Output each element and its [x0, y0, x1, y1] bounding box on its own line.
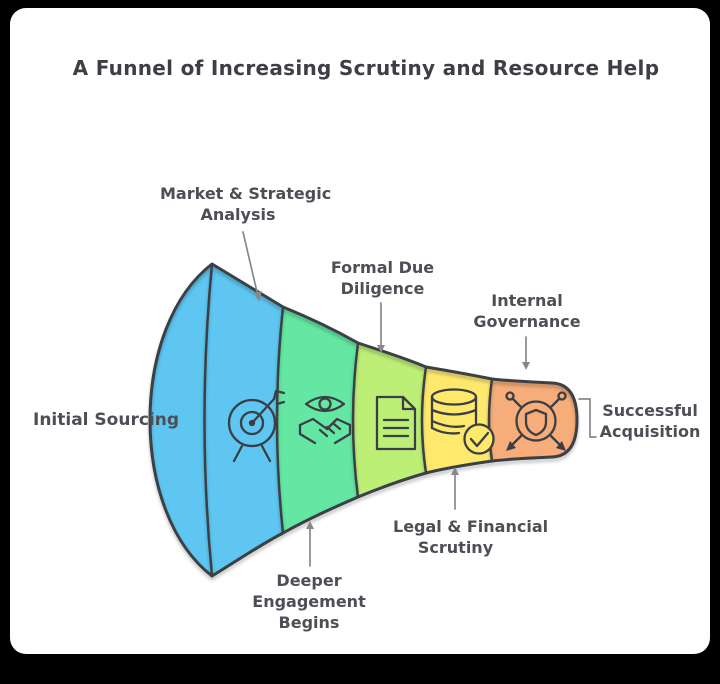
target-icon	[227, 389, 286, 463]
label-legal-financial-scrutiny: Legal & Financial Scrutiny	[393, 516, 549, 558]
label-initial-sourcing: Initial Sourcing	[33, 410, 180, 431]
label-line: Formal Due	[330, 258, 435, 277]
funnel-segment-market-analysis	[204, 264, 283, 576]
label-line: Deeper	[276, 571, 342, 590]
funnel-segment-deeper-engagement	[277, 307, 358, 533]
handshake-eye-icon	[298, 395, 352, 445]
label-line: Engagement	[252, 592, 366, 611]
funnel-segment-initial-sourcing	[150, 264, 212, 576]
label-line: Market & Strategic	[160, 184, 332, 203]
funnel-outline	[148, 262, 579, 578]
label-line: Legal & Financial	[393, 517, 549, 536]
label-line: Initial Sourcing	[33, 410, 180, 430]
label-deeper-engagement-begins: Deeper Engagement Begins	[250, 570, 368, 633]
label-line: Diligence	[340, 279, 425, 298]
document-icon	[375, 395, 417, 451]
label-line: Internal	[491, 291, 563, 310]
label-market-strategic-analysis: Market & Strategic Analysis	[160, 183, 332, 225]
label-line: Successful	[602, 401, 698, 420]
database-check-icon	[430, 388, 495, 455]
label-line: Acquisition	[599, 422, 701, 441]
label-line: Scrutiny	[417, 538, 494, 557]
page-title: A Funnel of Increasing Scrutiny and Reso…	[72, 56, 660, 80]
leader-successful-acquisition	[578, 398, 597, 438]
funnel-icons	[227, 388, 567, 463]
leader-lines	[242, 231, 597, 567]
label-line: Analysis	[200, 205, 276, 224]
label-line: Begins	[278, 613, 340, 632]
shield-arrows-icon	[505, 391, 567, 451]
canvas-panel	[10, 8, 710, 654]
label-successful-acquisition: Successful Acquisition	[592, 400, 708, 442]
label-internal-governance: Internal Governance	[463, 290, 591, 332]
leader-market-analysis	[242, 231, 258, 293]
label-line: Governance	[473, 312, 581, 331]
label-formal-due-diligence: Formal Due Diligence	[325, 257, 440, 299]
